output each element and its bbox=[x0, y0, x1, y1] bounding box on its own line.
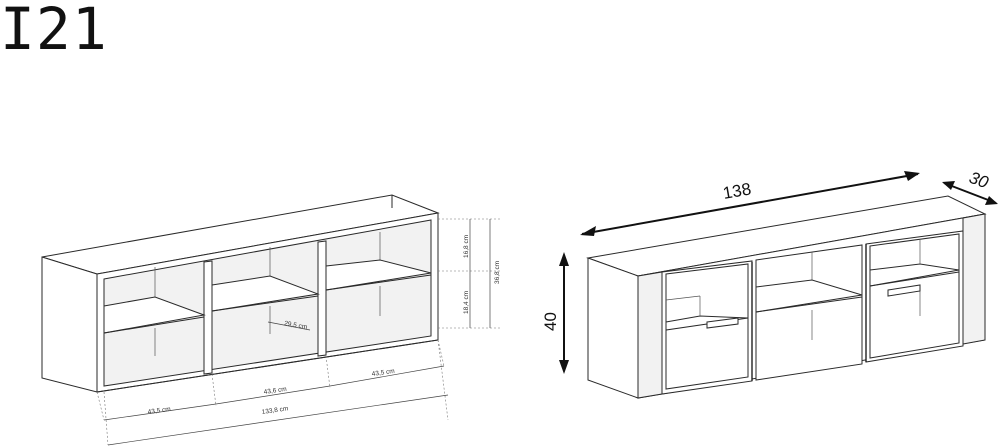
dim-total-height: 36,8 cm bbox=[494, 261, 501, 284]
dim-height: 40 bbox=[541, 312, 560, 331]
right-cabinet bbox=[559, 171, 998, 399]
dim-total-width: 133,8 cm bbox=[261, 405, 288, 416]
left-cabinet bbox=[41, 194, 500, 446]
dim-width-1: 43,5 cm bbox=[147, 406, 171, 416]
dim-lower-height: 18,4 cm bbox=[463, 291, 470, 314]
dim-upper-height: 16,8 cm bbox=[463, 235, 470, 258]
dim-width-2: 43,6 cm bbox=[263, 386, 287, 396]
page-title: I21 bbox=[0, 0, 108, 63]
dim-depth: 30 bbox=[967, 168, 992, 193]
dim-width-3: 43,5 cm bbox=[371, 368, 395, 378]
dim-shelf-depth: 29,5 cm bbox=[284, 320, 308, 331]
dim-width: 138 bbox=[721, 179, 752, 203]
